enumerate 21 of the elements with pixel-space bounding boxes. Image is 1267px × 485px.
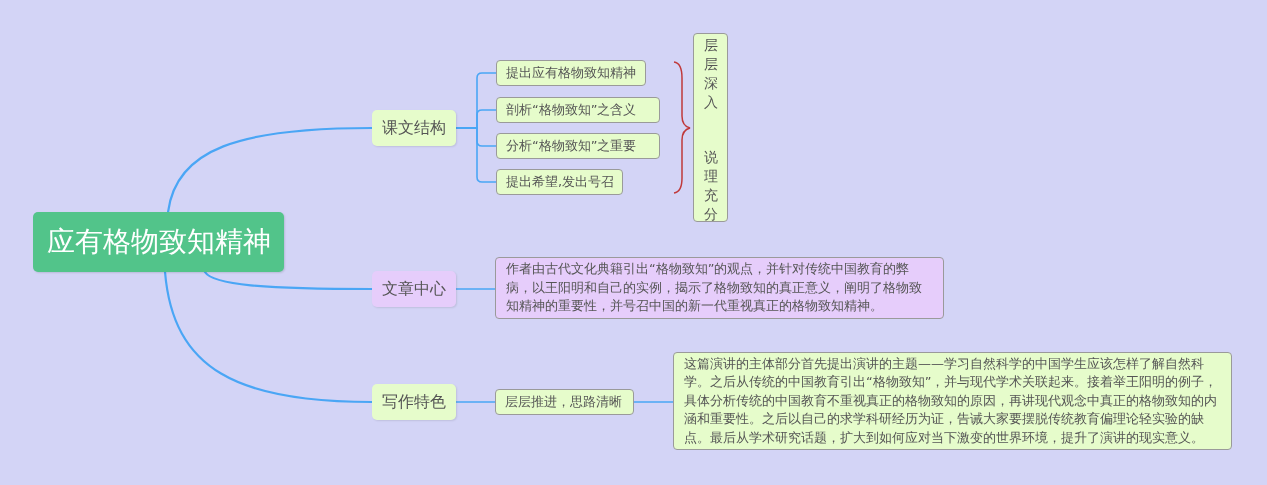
text-box: 作者由古代文化典籍引出“格物致知”的观点，并针对传统中国教育的弊病，以王阳明和自己的实例，揭示了格物致知的真正意义，阐明了格物致知精神的重要性，并号召中国的新一代重视真正的格物致知精神。 <box>495 257 944 319</box>
subtopic-box: 提出应有格物致知精神 <box>496 60 646 86</box>
branch-line <box>455 288 496 290</box>
text-box: 这篇演讲的主体部分首先提出演讲的主题——学习自然科学的中国学生应该怎样了解自然科学。之后从传统的中国教育引出“格物致知”，并与现代学术关联起来。接着举王阳明的例子，具体分析传统的中国教育不重视真正的格物致知的原因，再讲现代观念中真正的格物致知的内涵和重要性。之后以自己的求学科研经历为证，告诫大家要摆脱传统教育偏理论轻实验的缺点。最后从学术研究话题，扩大到如何应对当下激变的世界环境，提升了演讲的现实意义。 <box>673 352 1232 450</box>
summary-box <box>693 33 728 222</box>
central-topic-box: 应有格物致知精神 <box>33 212 284 272</box>
branch-line <box>163 270 374 404</box>
subtopic-box: 提出希望,发出号召 <box>496 169 623 195</box>
branch-line <box>166 126 374 214</box>
subtopic-box: 剖析“格物致知”之含义 <box>496 97 660 123</box>
subtopic-box: 层层推进，思路清晰 <box>495 389 634 415</box>
branch-line <box>455 127 497 183</box>
branch-line <box>455 401 496 403</box>
topic-box: 文章中心 <box>372 271 456 307</box>
vertical-text: 层层深入 <box>703 36 718 112</box>
topic-box: 写作特色 <box>372 384 456 420</box>
vertical-text: 说理充分 <box>703 148 718 224</box>
topic-box: 课文结构 <box>372 110 456 146</box>
subtopic-box: 分析“格物致知”之重要 <box>496 133 660 159</box>
branch-line <box>633 401 674 403</box>
branch-line <box>203 270 374 291</box>
